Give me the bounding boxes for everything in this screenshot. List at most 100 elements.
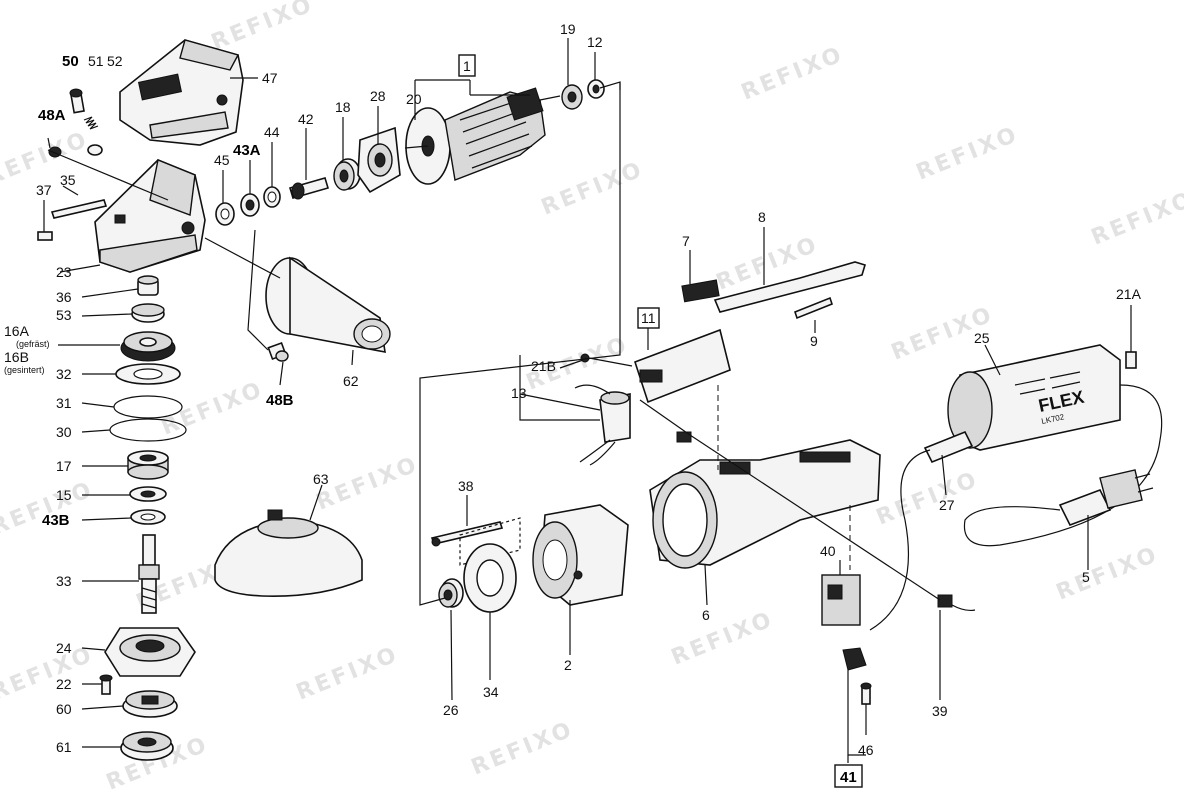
label-17: 17 (56, 458, 72, 474)
label-36: 36 (56, 289, 72, 305)
part-25-rear-cover: FLEX LK702 (947, 344, 1121, 451)
part-40-switch (821, 574, 861, 626)
label-8: 8 (758, 209, 766, 225)
label-box-41 (834, 764, 863, 788)
label-40: 40 (820, 543, 836, 559)
part-5-plug (1058, 469, 1154, 527)
part-2-stator (532, 504, 629, 606)
label-21B: 21B (531, 358, 556, 374)
label-43B: 43B (42, 512, 70, 529)
part-34-baffle-ring (463, 543, 517, 613)
label-15: 15 (56, 487, 72, 503)
label-45: 45 (214, 152, 230, 168)
part-13-suppressor (574, 384, 631, 466)
carbon-brush-small (676, 431, 692, 443)
label-42: 42 (298, 111, 314, 127)
part-41-cable-clamp (842, 647, 867, 671)
watermark-text: REFIXO (873, 467, 983, 531)
watermark-text: REFIXO (0, 642, 97, 706)
label-48B: 48B (266, 392, 294, 409)
watermark-text: REFIXO (0, 477, 97, 541)
label-16B: 16B (4, 349, 29, 365)
power-cable (963, 384, 1163, 547)
label-52: 52 (107, 53, 123, 69)
label-46: 46 (858, 742, 874, 758)
label-13: 13 (511, 385, 527, 401)
part-11-switch (634, 328, 731, 404)
label-25: 25 (974, 330, 990, 346)
label-16B-sub: (gesintert) (4, 365, 45, 375)
watermark-text: REFIXO (158, 377, 268, 441)
label-1: 1 (463, 58, 471, 74)
label-6: 6 (702, 607, 710, 623)
part-8-switch-rod (713, 261, 866, 313)
label-48A: 48A (38, 107, 66, 124)
watermark-text: REFIXO (1088, 187, 1184, 251)
part-37-screw (37, 200, 53, 241)
label-11: 11 (641, 310, 656, 326)
label-43A: 43A (233, 142, 261, 159)
part-27-cable-protector (923, 430, 974, 464)
label-box-1 (458, 54, 476, 77)
part-63-wheel-guard (214, 509, 363, 597)
part-61-clamp-nut (120, 731, 174, 761)
label-21A: 21A (1116, 286, 1142, 302)
label-33: 33 (56, 573, 72, 589)
alignment-lines (639, 385, 941, 601)
part-44-washer (263, 186, 281, 208)
part-51-spring (83, 116, 99, 130)
label-7: 7 (682, 233, 690, 249)
part-42-pinion-shaft (289, 177, 329, 200)
watermark-text: REFIXO (913, 122, 1023, 186)
label-16A-sub: (gefräst) (16, 339, 50, 349)
part-16-bevel-gear (120, 331, 176, 362)
part-45-washer (215, 202, 235, 226)
part-23-gear-housing (94, 159, 206, 273)
label-32: 32 (56, 366, 72, 382)
label-51: 51 (88, 53, 104, 69)
part-1-armature (404, 87, 561, 185)
label-34: 34 (483, 684, 499, 700)
part-36-bushing (137, 275, 159, 296)
label-18: 18 (335, 99, 351, 115)
part-33-spindle (138, 534, 160, 614)
part-50-screw (69, 88, 85, 114)
label-box-11 (637, 307, 660, 329)
part-15-washer (129, 486, 167, 502)
label-16A: 16A (4, 323, 30, 339)
watermark-text: REFIXO (538, 157, 648, 221)
label-9: 9 (810, 333, 818, 349)
label-12: 12 (587, 34, 603, 50)
watermark-text: REFIXO (313, 452, 423, 516)
part-26-bearing (438, 578, 464, 608)
part-46-screw (860, 682, 872, 705)
label-37: 37 (36, 182, 52, 198)
power-cable-inner (869, 449, 931, 631)
part-12-bushing (587, 79, 605, 99)
label-47: 47 (262, 70, 278, 86)
watermark-text: REFIXO (468, 717, 578, 781)
label-50: 50 (62, 53, 79, 70)
label-30: 30 (56, 424, 72, 440)
label-22: 22 (56, 676, 72, 692)
leader-lines (47, 38, 1132, 763)
part-47-gear-cover (119, 39, 244, 146)
label-61: 61 (56, 739, 72, 755)
label-26: 26 (443, 702, 459, 718)
watermark-text: REFIXO (668, 607, 778, 671)
label-38: 38 (458, 478, 474, 494)
part-17-bearing (127, 450, 169, 480)
part-24-bearing-flange (104, 627, 196, 677)
label-41: 41 (840, 769, 857, 786)
part-39-carbon-brush (937, 594, 976, 612)
label-27: 27 (939, 497, 955, 513)
part-21A-screw (1125, 351, 1137, 369)
label-63: 63 (313, 471, 329, 487)
label-28: 28 (370, 88, 386, 104)
part-9-pin (794, 296, 833, 320)
part-7-switch-slider (681, 279, 720, 303)
label-62: 62 (343, 373, 359, 389)
watermark-text: REFIXO (208, 0, 318, 56)
